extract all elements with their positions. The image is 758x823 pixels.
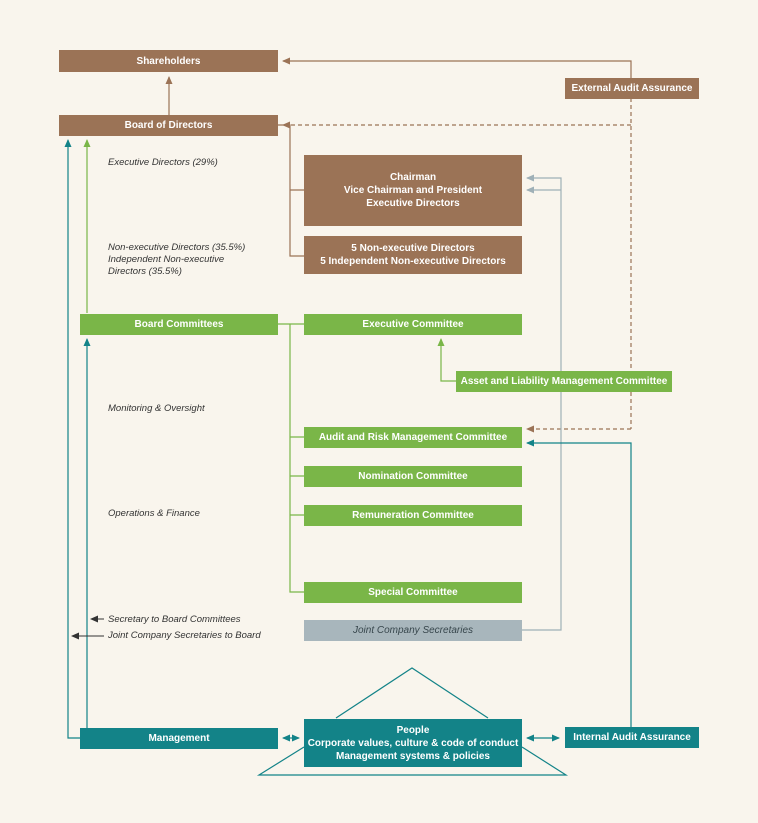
secretary-committees-note: Secretary to Board Committees (108, 614, 241, 625)
nomination-committee-box: Nomination Committee (304, 466, 522, 487)
executive-committee-box: Executive Committee (304, 314, 522, 335)
chairman-line-2: Vice Chairman and President (343, 185, 483, 196)
people-line-3: Management systems & policies (336, 750, 490, 762)
shareholders-box: Shareholders (59, 50, 278, 72)
external-audit-to-shareholders-arrow (282, 57, 632, 78)
nonexec-directors-box: 5 Non-executive Directors 5 Independent … (304, 236, 522, 274)
people-line-2: Corporate values, culture & code of cond… (307, 737, 519, 749)
secretaries-board-note: Joint Company Secretaries to Board (108, 630, 261, 641)
board-of-directors-box: Board of Directors (59, 115, 278, 136)
management-box: Management (80, 728, 278, 749)
people-triangle-top (335, 667, 489, 719)
internal-audit-box: Internal Audit Assurance (565, 727, 699, 748)
people-line-1: People (396, 724, 430, 736)
remuneration-committee-box: Remuneration Committee (304, 505, 522, 526)
board-committees-box: Board Committees (80, 314, 278, 335)
exec-directors-note: Executive Directors (29%) (108, 157, 218, 168)
board-committees-bracket (278, 323, 304, 593)
audit-risk-committee-box: Audit and Risk Management Committee (304, 427, 522, 448)
board-to-directors-bracket (278, 124, 304, 257)
nonexec-note-line-1: Non-executive Directors (35.5%) (108, 242, 246, 253)
management-to-board-arrow (64, 139, 80, 739)
alm-to-executive-arrow (437, 338, 456, 382)
operations-note: Operations & Finance (108, 508, 200, 519)
secretaries-to-chairman-arrow (522, 174, 562, 631)
people-triangle-bottom (256, 746, 569, 776)
monitoring-note: Monitoring & Oversight (108, 403, 205, 414)
nonexec-line-2: 5 Independent Non-executive Directors (320, 256, 506, 267)
special-committee-box: Special Committee (304, 582, 522, 603)
chairman-line-1: Chairman (389, 172, 437, 183)
alm-committee-box: Asset and Liability Management Committee (456, 371, 672, 392)
chairman-box: Chairman Vice Chairman and President Exe… (304, 155, 522, 226)
nonexec-note-line-2: Independent Non-executive (108, 254, 225, 265)
joint-company-secretaries-box: Joint Company Secretaries (304, 620, 522, 641)
nonexec-note-line-3: Directors (35.5%) (108, 266, 182, 277)
nonexec-line-1: 5 Non-executive Directors (351, 243, 475, 254)
chairman-line-3: Executive Directors (366, 198, 460, 209)
external-audit-box: External Audit Assurance (565, 78, 699, 99)
nonexec-directors-note: Non-executive Directors (35.5%) Independ… (108, 242, 245, 278)
internal-audit-to-audit-committee-arrow (526, 439, 632, 727)
people-box: People Corporate values, culture & code … (304, 719, 522, 767)
